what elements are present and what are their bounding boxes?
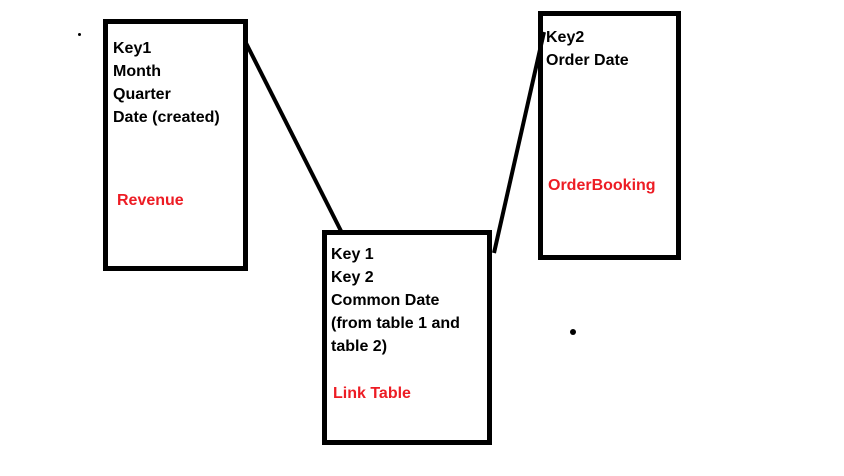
field-label: Order Date (546, 52, 629, 69)
field-label: Date (created) (113, 109, 220, 126)
field-label: Quarter (113, 86, 171, 103)
field-label: Key 1 (331, 246, 374, 263)
field-label: table 2) (331, 338, 388, 355)
table-name-orderbooking: OrderBooking (548, 177, 656, 194)
stray-dot-top-left (78, 33, 81, 36)
field-label: Key 2 (331, 269, 374, 286)
table-name-link-table: Link Table (333, 385, 411, 402)
entity-box-revenue: Key1 Month Quarter Date (created) Revenu… (103, 19, 248, 271)
entity-box-link-table: Key 1 Key 2 Common Date (from table 1 an… (322, 230, 492, 445)
connector-orderbooking-to-link-line (492, 31, 546, 254)
entity-box-orderbooking: Key2 Order Date OrderBooking (538, 11, 681, 260)
field-label: Key2 (546, 29, 585, 46)
stray-dot-right (570, 329, 576, 335)
field-list-revenue: Key1 Month Quarter Date (created) (108, 24, 243, 129)
field-list-orderbooking: Key2 Order Date (543, 16, 676, 72)
table-name-revenue: Revenue (117, 192, 184, 209)
field-label: Month (113, 63, 161, 80)
field-list-link-table: Key 1 Key 2 Common Date (from table 1 an… (327, 235, 487, 358)
connector-revenue-to-link-line (244, 42, 343, 232)
field-label: Common Date (331, 292, 440, 309)
field-label: Key1 (113, 40, 152, 57)
field-label: (from table 1 and (331, 315, 460, 332)
